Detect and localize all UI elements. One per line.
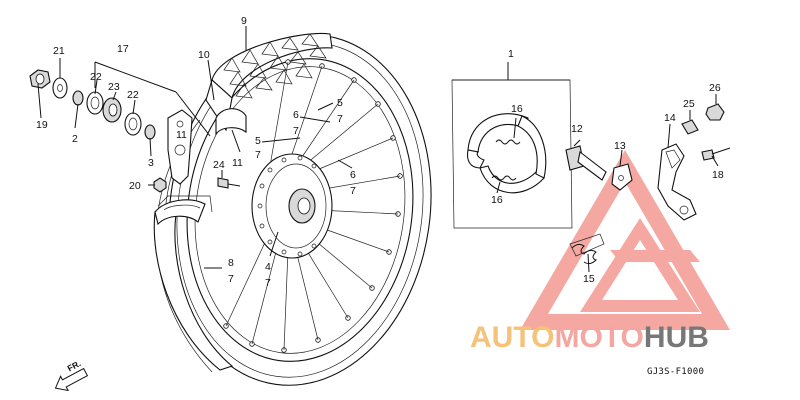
callout-17: 17 bbox=[117, 43, 129, 55]
watermark-auto: AUTO bbox=[470, 321, 554, 354]
callout-7e: 7 bbox=[265, 277, 271, 289]
callout-7f: 7 bbox=[228, 273, 234, 285]
callout-20: 20 bbox=[129, 180, 141, 192]
watermark-hub: HUB bbox=[644, 321, 709, 354]
callout-1: 1 bbox=[508, 48, 514, 60]
inner-tube bbox=[153, 195, 234, 371]
callout-6b: 6 bbox=[350, 169, 356, 181]
callout-21: 21 bbox=[53, 45, 65, 57]
watermark-text-line: AUTOMOTOHUB bbox=[470, 321, 709, 354]
callout-16b: 16 bbox=[491, 194, 503, 206]
callout-22a: 22 bbox=[90, 71, 102, 83]
callout-12: 12 bbox=[571, 123, 583, 135]
callout-5a: 5 bbox=[337, 97, 343, 109]
callout-2: 2 bbox=[72, 133, 78, 145]
callout-26: 26 bbox=[709, 82, 721, 94]
callout-11: 11 bbox=[232, 157, 243, 169]
callout-8: 8 bbox=[228, 257, 234, 269]
callout-15: 15 bbox=[583, 273, 595, 285]
callout-labels: 1 2 3 4 7 5 7 6 7 5 7 6 7 8 7 9 10 11 11… bbox=[36, 15, 724, 289]
callout-14: 14 bbox=[664, 112, 676, 124]
drawing-code: GJ3S-F1000 bbox=[647, 367, 704, 377]
callout-10: 10 bbox=[198, 49, 210, 61]
callout-7b: 7 bbox=[293, 125, 299, 137]
callout-6a: 6 bbox=[293, 109, 299, 121]
callout-13: 13 bbox=[614, 140, 626, 152]
callout-11-left: 11 bbox=[176, 129, 187, 141]
callout-4: 4 bbox=[265, 261, 271, 273]
callout-22b: 22 bbox=[127, 89, 139, 101]
callout-7c: 7 bbox=[255, 149, 261, 161]
callout-3: 3 bbox=[148, 157, 154, 169]
callout-23: 23 bbox=[108, 81, 120, 93]
brake-shoe-group bbox=[451, 79, 573, 229]
callout-16a: 16 bbox=[511, 103, 523, 115]
callout-9: 9 bbox=[241, 15, 247, 27]
callout-18: 18 bbox=[712, 169, 724, 181]
right-brake-parts bbox=[565, 94, 731, 273]
callout-5b: 5 bbox=[255, 135, 261, 147]
watermark-text: AUTOMOTOHUB bbox=[470, 321, 709, 354]
watermark-logo bbox=[520, 150, 730, 330]
callout-25: 25 bbox=[683, 98, 695, 110]
callout-24: 24 bbox=[213, 159, 225, 171]
left-axle-parts bbox=[29, 69, 241, 193]
callout-19: 19 bbox=[36, 119, 48, 131]
callout-7d: 7 bbox=[350, 185, 356, 197]
front-arrow: FR. bbox=[54, 358, 89, 392]
callout-7a: 7 bbox=[337, 113, 343, 125]
watermark-moto: MOTO bbox=[554, 321, 643, 354]
